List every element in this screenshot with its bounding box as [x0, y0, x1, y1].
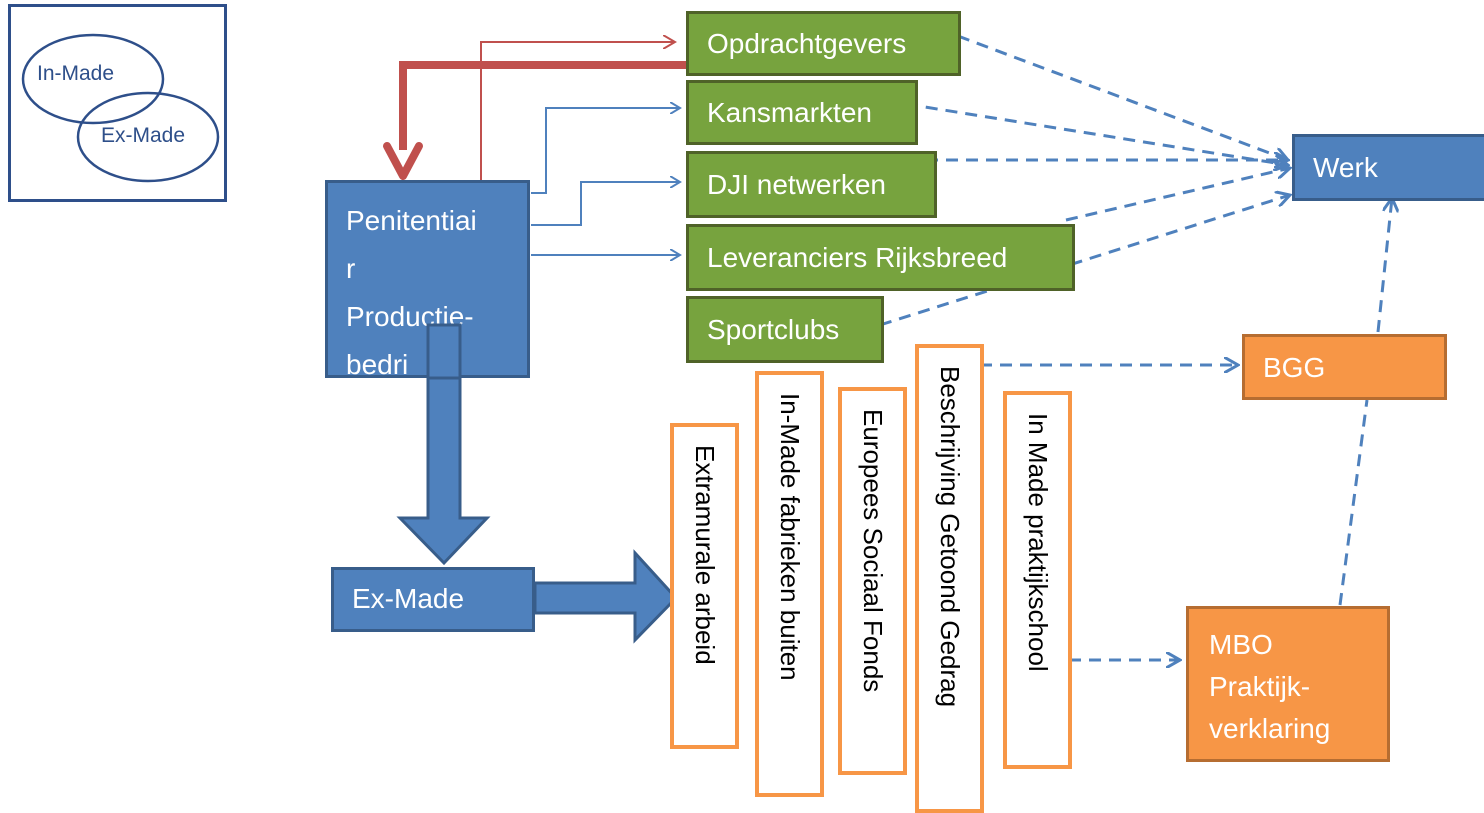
in-made-praktijkschool-label: In Made praktijkschool: [1023, 413, 1053, 672]
dji-netwerken-label: DJI netwerken: [707, 169, 886, 200]
in-made-praktijkschool-box: In Made praktijkschool: [1003, 391, 1072, 769]
bgg-label: BGG: [1263, 352, 1326, 383]
ex-made-box: Ex-Made: [331, 567, 535, 632]
mbo-praktijkverklaring-box: MBO Praktijk- verklaring: [1186, 606, 1390, 762]
penitentiair-productiebedrijf-box: Penitentiai r Productie- bedri: [325, 180, 530, 380]
werk-label: Werk: [1313, 152, 1378, 183]
in-made-fabrieken-buiten-box: In-Made fabrieken buiten: [755, 371, 824, 797]
in-made-fabrieken-buiten-label: In-Made fabrieken buiten: [775, 393, 805, 681]
opdrachtgevers-label: Opdrachtgevers: [707, 28, 907, 59]
werk-box: Werk: [1292, 134, 1484, 201]
beschrijving-getoond-gedrag-box: Beschrijving Getoond Gedrag: [915, 344, 984, 813]
opdrachtgevers-box: Opdrachtgevers: [686, 11, 961, 76]
red-return-arrowhead: [383, 142, 423, 180]
connector-kansmarkten: [531, 108, 680, 194]
sportclubs-label: Sportclubs: [707, 314, 840, 345]
kansmarkten-box: Kansmarkten: [686, 80, 918, 145]
dashed-mbo-bgg: [1338, 399, 1369, 606]
logo-box: In-Made Ex-Made: [8, 4, 227, 202]
dji-netwerken-box: DJI netwerken: [686, 151, 937, 218]
dashed-bgg-werk: [1376, 198, 1392, 333]
leveranciers-rijksbreed-box: Leveranciers Rijksbreed: [686, 224, 1075, 291]
block-arrow-right: [533, 549, 679, 644]
logo-label-ex-made: Ex-Made: [101, 124, 186, 147]
dashed-opdrachtgevers-werk: [957, 34, 1288, 160]
kansmarkten-label: Kansmarkten: [707, 97, 872, 128]
logo-label-in-made: In-Made: [37, 62, 115, 85]
red-connector-opdrachtgevers: [480, 42, 675, 181]
connector-dji: [531, 182, 680, 226]
beschrijving-getoond-gedrag-label: Beschrijving Getoond Gedrag: [935, 366, 965, 708]
dashed-kansmarkten-werk: [905, 102, 1288, 165]
extramurale-arbeid-label: Extramurale arbeid: [690, 445, 720, 665]
ex-made-label: Ex-Made: [352, 583, 465, 614]
logo-ellipses: [21, 33, 220, 183]
europees-sociaal-fonds-label: Europees Sociaal Fonds: [858, 409, 888, 693]
extramurale-arbeid-box: Extramurale arbeid: [670, 423, 739, 749]
mbo-praktijkverklaring-label: MBO Praktijk- verklaring: [1209, 629, 1331, 744]
europees-sociaal-fonds-box: Europees Sociaal Fonds: [838, 387, 907, 775]
sportclubs-box: Sportclubs: [686, 296, 884, 363]
red-return-arrow: [399, 61, 688, 150]
leveranciers-rijksbreed-label: Leveranciers Rijksbreed: [707, 242, 1008, 273]
bgg-box: BGG: [1242, 334, 1447, 400]
dashed-sportclubs-werk: [879, 195, 1290, 327]
penitentiair-label: Penitentiai r Productie- bedri: [346, 205, 477, 380]
dashed-leveranciers-werk: [1065, 168, 1290, 222]
